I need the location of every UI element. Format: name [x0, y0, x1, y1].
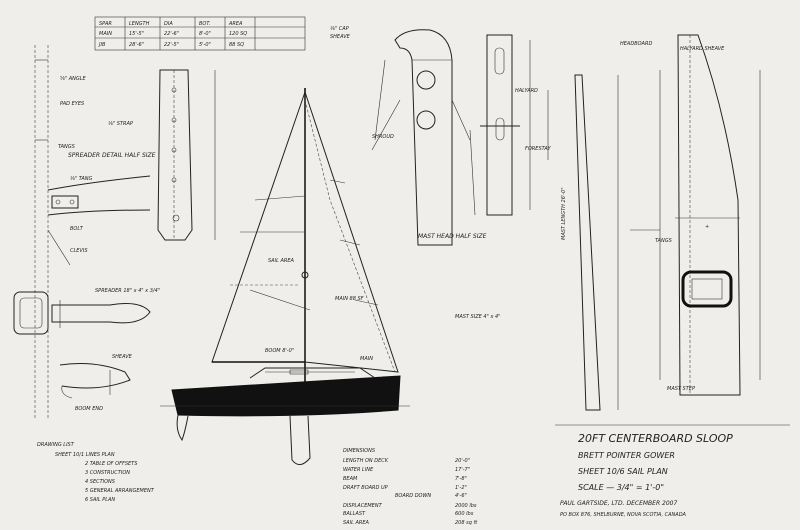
boom-end-label: BOOM END [75, 406, 103, 412]
dim-label: BALLAST [343, 511, 366, 517]
drawing-list-item: 4 SECTIONS [85, 479, 116, 485]
mast-profile: MAST LENGTH 26'-0" [561, 74, 660, 411]
mast-section-label: MAST SIZE 4" x 4" [455, 314, 500, 320]
title-line-6: PO BOX 876, SHELBURNE, NOVA SCOTIA, CANA… [560, 512, 687, 518]
spar-header-1: SPAR [99, 21, 112, 27]
spar-cell: 22'-5" [164, 42, 179, 48]
svg-text:CLEVIS: CLEVIS [70, 248, 88, 254]
svg-text:⅛" TANG: ⅛" TANG [70, 176, 92, 182]
title-line-4: SCALE — 3/4" = 1'-0" [578, 483, 664, 492]
spreader-detail: ⅝" ANGLE PAD EYES TANGS SPREADER DETAIL … [34, 45, 156, 420]
dim-value: 7'-8" [455, 476, 467, 482]
mast-section-detail: SPREADER 18" x 4" x 3/4" [13, 288, 160, 335]
centerboard [289, 415, 311, 465]
svg-text:⅝" ANGLE: ⅝" ANGLE [60, 76, 87, 82]
spar-header-2: LENGTH [129, 21, 150, 27]
svg-text:TANGS: TANGS [58, 144, 76, 150]
spreader-plate: ⅛" STRAP [108, 69, 216, 241]
masthead-label: MAST HEAD HALF SIZE [418, 233, 487, 240]
dim-value: 20'-0" [455, 458, 470, 464]
svg-text:HALYARD SHEAVE: HALYARD SHEAVE [680, 46, 725, 52]
svg-text:BOOM 8'-0": BOOM 8'-0" [265, 348, 294, 354]
shroud-label: SHROUD [372, 134, 394, 140]
spar-table: SPAR LENGTH DIA BOT. AREA MAIN 15'-5" 22… [94, 16, 306, 51]
title-line-1: 20FT CENTERBOARD SLOOP [578, 432, 733, 445]
svg-text:⅛" STRAP: ⅛" STRAP [108, 121, 133, 127]
drawing-list-item: 6 SAIL PLAN [85, 497, 115, 503]
dimensions-list: DIMENSIONS LENGTH ON DECK 20'-0" WATER L… [343, 448, 478, 526]
svg-text:SAIL AREA: SAIL AREA [268, 258, 294, 264]
svg-text:MAIN: MAIN [360, 356, 373, 362]
svg-text:MAIN 88 SF: MAIN 88 SF [335, 296, 364, 302]
spar-cell: 88 SQ [229, 42, 244, 48]
svg-text:⅛" CAP: ⅛" CAP [330, 26, 349, 32]
masthead-detail: ⅛" CAP SHEAVE SHROUD MAST HEAD HALF SIZE [330, 26, 487, 246]
dim-value: 208 sq ft [455, 520, 478, 526]
svg-text:SHEAVE: SHEAVE [112, 354, 133, 360]
forestay-label: FORESTAY [525, 146, 552, 152]
dim-value: 2000 lbs [455, 503, 477, 509]
svg-text:SHEAVE: SHEAVE [330, 34, 351, 40]
drawing-list-heading: DRAWING LIST [37, 442, 75, 448]
title-block: 20FT CENTERBOARD SLOOP BRETT POINTER GOW… [560, 432, 733, 518]
svg-text:+: + [705, 224, 709, 230]
rudder [176, 414, 189, 442]
svg-text:HEADBOARD: HEADBOARD [620, 41, 652, 47]
mast-side-detail: HALYARD FORESTAY MAST SIZE 4" x 4" [455, 34, 552, 320]
drawing-list-item: 2 TABLE OF OFFSETS [85, 461, 138, 467]
dim-value: 600 lbs [455, 511, 474, 517]
dim-label: BOARD DOWN [395, 493, 431, 499]
mast-right-detail: HEADBOARD HALYARD SHEAVE TANGS + MAST ST… [620, 34, 761, 396]
dim-value: 4'-6" [455, 493, 467, 499]
dim-label: DISPLACEMENT [343, 503, 383, 509]
jib-sail [211, 91, 306, 363]
spar-cell: 120 SQ [229, 31, 247, 37]
title-line-2: BRETT POINTER GOWER [578, 451, 675, 460]
spar-header-4: BOT. [199, 21, 210, 27]
drawing-list-item: 5 GENERAL ARRANGEMENT [85, 488, 155, 494]
spar-cell: 8'-0" [199, 31, 211, 37]
dim-label: BEAM [343, 476, 358, 482]
sail-plan: SAIL AREA MAIN 88 SF BOOM 8'-0" MAIN [211, 88, 399, 392]
title-line-3: SHEET 10/6 SAIL PLAN [578, 467, 668, 476]
boom-end-detail: SHEAVE BOOM END [59, 354, 133, 412]
dim-label: LENGTH ON DECK [343, 458, 389, 464]
dim-value: 1'-2" [455, 485, 467, 491]
dim-label: SAIL AREA [343, 520, 369, 526]
spar-cell: 22'-6" [164, 31, 179, 37]
mainsail [304, 91, 399, 373]
spar-header-3: DIA [164, 21, 173, 27]
spar-cell: 15'-5" [129, 31, 144, 37]
spar-cell: MAIN [99, 31, 112, 37]
spar-cell: JIB [98, 42, 106, 48]
svg-text:MAST STEP: MAST STEP [667, 386, 695, 392]
drawing-list-item: 3 CONSTRUCTION [85, 470, 130, 476]
spreader-size-label: SPREADER 18" x 4" x 3/4" [95, 288, 160, 294]
spar-header-5: AREA [228, 21, 243, 27]
title-line-5: PAUL GARTSIDE, LTD. DECEMBER 2007 [560, 500, 677, 507]
svg-text:TANGS: TANGS [655, 238, 673, 244]
spar-cell: 5'-0" [199, 42, 211, 48]
dim-label: WATER LINE [343, 467, 374, 473]
svg-text:BOLT: BOLT [70, 226, 84, 232]
hull [160, 367, 410, 465]
svg-text:PAD EYES: PAD EYES [60, 101, 85, 107]
dim-value: 17'-7" [455, 467, 470, 473]
mast-length-label: MAST LENGTH 26'-0" [561, 187, 567, 240]
dimensions-heading: DIMENSIONS [343, 448, 376, 454]
drawing-list: DRAWING LIST SHEET 10/1 LINES PLAN 2 TAB… [37, 442, 155, 503]
spreader-label: SPREADER DETAIL HALF SIZE [68, 152, 156, 159]
drawing-list-item: SHEET 10/1 LINES PLAN [55, 452, 115, 458]
svg-text:HALYARD: HALYARD [515, 88, 538, 94]
spar-cell: 28'-6" [129, 42, 144, 48]
dim-label: DRAFT BOARD UP [343, 485, 388, 491]
